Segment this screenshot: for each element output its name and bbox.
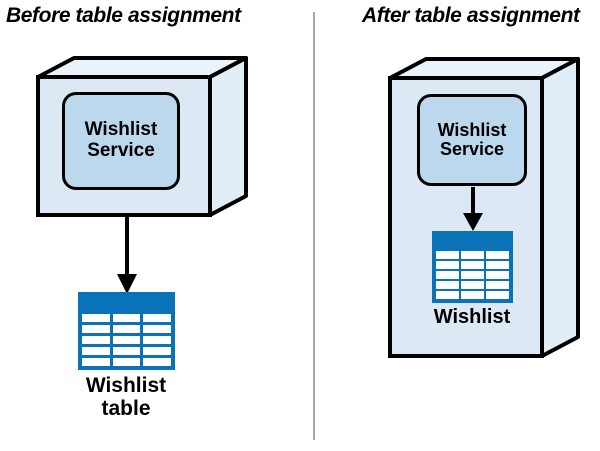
table-row bbox=[82, 314, 172, 322]
table-body bbox=[79, 314, 174, 369]
box-side-face bbox=[208, 56, 248, 217]
table-caption-line2: table bbox=[101, 397, 151, 421]
table-row bbox=[82, 347, 172, 355]
wishlist-table-caption: Wishlist table bbox=[56, 374, 196, 420]
table-cell bbox=[486, 271, 509, 279]
service-label-line1: Wishlist bbox=[84, 119, 158, 141]
table-cell bbox=[436, 261, 459, 269]
table-row bbox=[436, 271, 509, 279]
table-cell bbox=[143, 314, 172, 322]
table-row bbox=[436, 261, 509, 269]
table-cell bbox=[112, 347, 141, 355]
panel-title-before: Before table assignment bbox=[6, 4, 241, 27]
table-row bbox=[82, 358, 172, 366]
table-cell bbox=[436, 251, 459, 259]
table-row bbox=[82, 325, 172, 333]
wishlist-table-caption-after: Wishlist bbox=[402, 306, 542, 328]
wishlist-service-node: Wishlist Service bbox=[62, 92, 180, 190]
table-cell bbox=[143, 347, 172, 355]
arrow-shape bbox=[117, 214, 137, 294]
arrow-shape bbox=[463, 187, 483, 231]
table-cell bbox=[82, 358, 110, 366]
wishlist-service-node-after: Wishlist Service bbox=[417, 94, 527, 186]
box-side-face bbox=[540, 57, 580, 358]
table-cell bbox=[82, 336, 110, 344]
table-cell bbox=[461, 271, 484, 279]
table-cell bbox=[143, 325, 172, 333]
table-body bbox=[433, 251, 512, 302]
table-cell bbox=[486, 291, 509, 299]
service-to-table-arrow bbox=[115, 214, 139, 296]
wishlist-table-glyph-after bbox=[432, 231, 513, 303]
service-label-line1: Wishlist bbox=[437, 119, 507, 140]
service-to-table-arrow-after bbox=[461, 187, 485, 233]
table-cell bbox=[436, 281, 459, 289]
table-cell bbox=[82, 314, 110, 322]
table-cell bbox=[461, 251, 484, 259]
panel-title-after: After table assignment bbox=[362, 4, 580, 27]
table-cell bbox=[461, 291, 484, 299]
table-cell bbox=[461, 281, 484, 289]
table-cell bbox=[112, 336, 141, 344]
table-header-band bbox=[79, 293, 174, 314]
table-caption-line1: Wishlist bbox=[85, 374, 167, 397]
table-header-band bbox=[433, 232, 512, 251]
panel-divider bbox=[313, 12, 315, 440]
table-cell bbox=[82, 325, 110, 333]
arrow-head bbox=[463, 213, 483, 231]
wishlist-table-glyph bbox=[78, 292, 175, 370]
table-cell bbox=[486, 251, 509, 259]
table-row bbox=[436, 291, 509, 299]
table-cell bbox=[486, 261, 509, 269]
service-label-line2: Service bbox=[439, 139, 505, 159]
table-cell bbox=[143, 358, 172, 366]
table-cell bbox=[486, 281, 509, 289]
table-cell bbox=[436, 271, 459, 279]
table-cell bbox=[82, 347, 110, 355]
table-row bbox=[82, 336, 172, 344]
table-cell bbox=[112, 314, 141, 322]
table-cell bbox=[112, 325, 141, 333]
table-row bbox=[436, 281, 509, 289]
table-caption-line1: Wishlist bbox=[433, 306, 511, 328]
table-cell bbox=[112, 358, 141, 366]
table-cell bbox=[436, 291, 459, 299]
service-label-line2: Service bbox=[87, 140, 155, 161]
table-row bbox=[436, 251, 509, 259]
arrow-head bbox=[117, 274, 137, 294]
table-cell bbox=[461, 261, 484, 269]
table-cell bbox=[143, 336, 172, 344]
